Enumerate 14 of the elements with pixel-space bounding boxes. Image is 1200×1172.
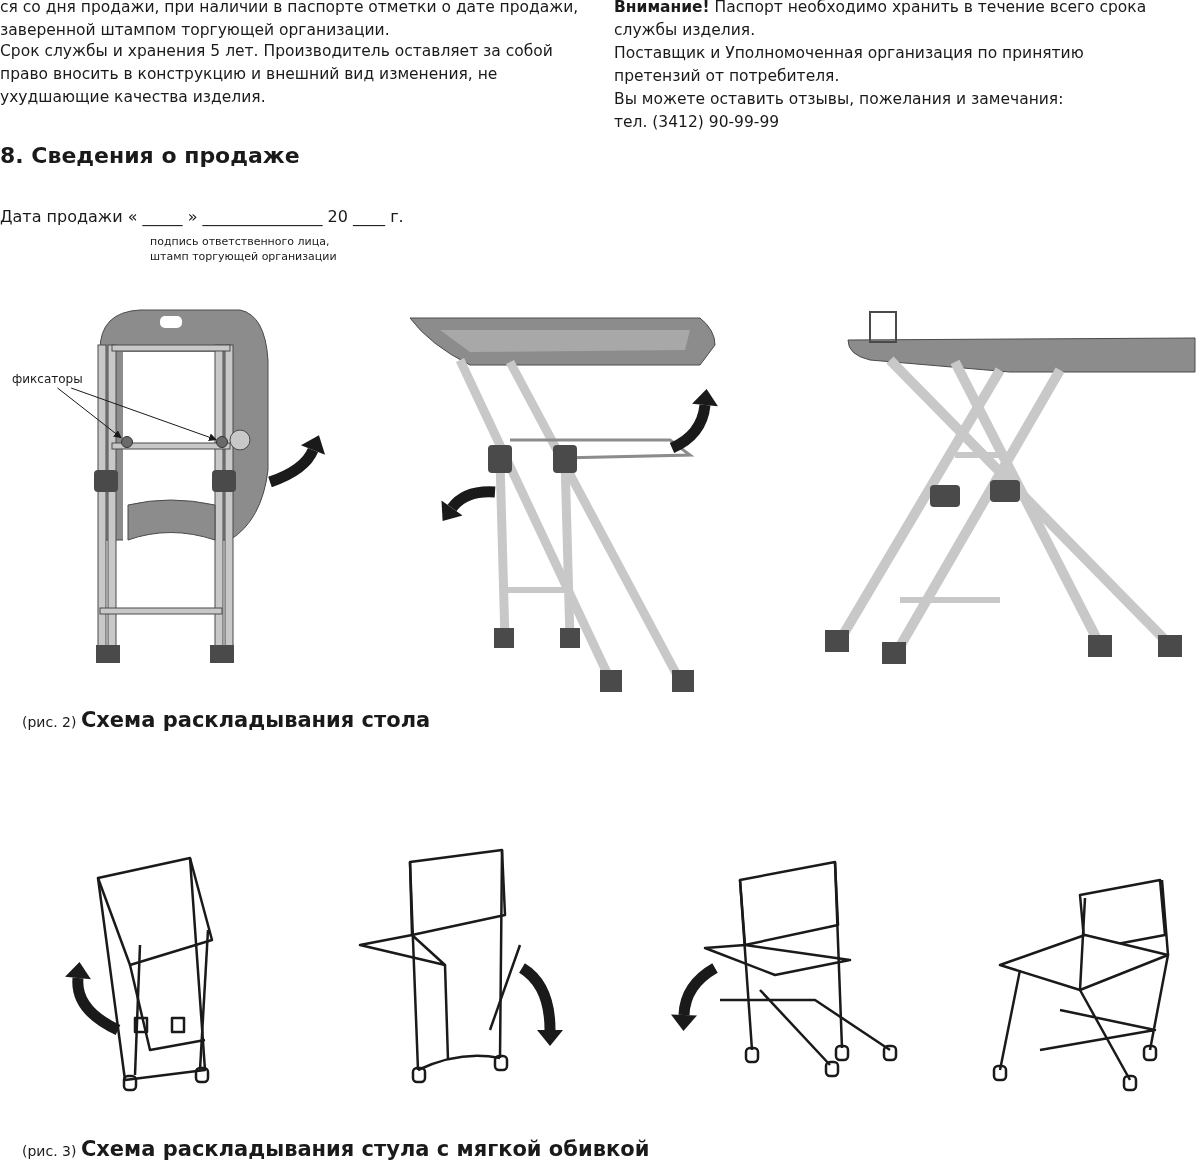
body-text: ся со дня продажи, при наличии в паспорте отметки о дате продажи, заверенной штампом торгующей организации. [0, 0, 580, 41]
body-text: подпись ответственного лица, штамп торгующей организации [150, 234, 338, 265]
leader-line [57, 387, 122, 439]
body-text: Дата продажи « _____ » _______________ 20 ____ г. [0, 207, 405, 228]
body-text: Срок службы и хранения 5 лет. Производитель оставляет за собой право вносить в конструкцию и внешний вид изменения, не ухудшающие качества изделия. [0, 41, 554, 108]
body-text: тел. (3412) 90-99-99 [614, 112, 781, 133]
body-text: Внимание! Паспорт необходимо хранить в течение всего срока службы изделия. [614, 0, 1148, 41]
callout-label: фиксаторы [12, 370, 80, 388]
body-text: Вы можете оставить отзывы, пожелания и замечания: [614, 89, 1065, 110]
figure-caption: (рис. 3) Схема раскладывания стула с мягкой обивкой [22, 1136, 651, 1163]
leader-line [70, 387, 217, 442]
figure-caption: (рис. 2) Схема раскладывания стола [22, 707, 432, 734]
body-text: Поставщик и Уполномоченная организация по принятию претензий от потребителя. [614, 43, 1085, 87]
section-heading: 8. Сведения о продаже [0, 142, 301, 170]
